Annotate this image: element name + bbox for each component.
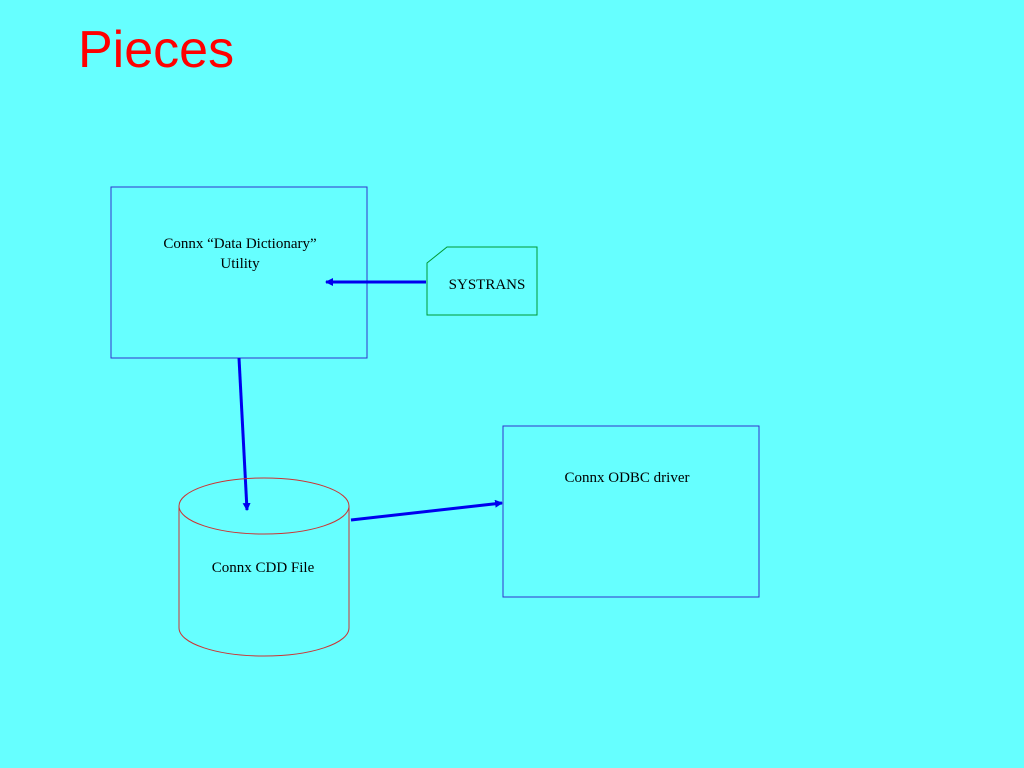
systrans-card: SYSTRANS (426, 246, 538, 316)
systrans-label: SYSTRANS (449, 277, 526, 293)
slide-title: Pieces (78, 21, 235, 79)
arrow-cdd-file-to-odbc-driver (350, 499, 503, 522)
utility-box: Connx “Data Dictionary” Utility (110, 186, 368, 359)
odbc-driver-label: Connx ODBC driver (565, 470, 690, 486)
arrow-utility-to-cdd-file (237, 357, 251, 511)
utility-box-label-line1: Connx “Data Dictionary” (163, 236, 316, 252)
odbc-driver-box: Connx ODBC driver (502, 425, 760, 598)
utility-box-label-line2: Utility (220, 256, 260, 272)
cdd-file-cylinder: Connx CDD File (178, 477, 350, 657)
cdd-file-label: Connx CDD File (212, 560, 315, 576)
